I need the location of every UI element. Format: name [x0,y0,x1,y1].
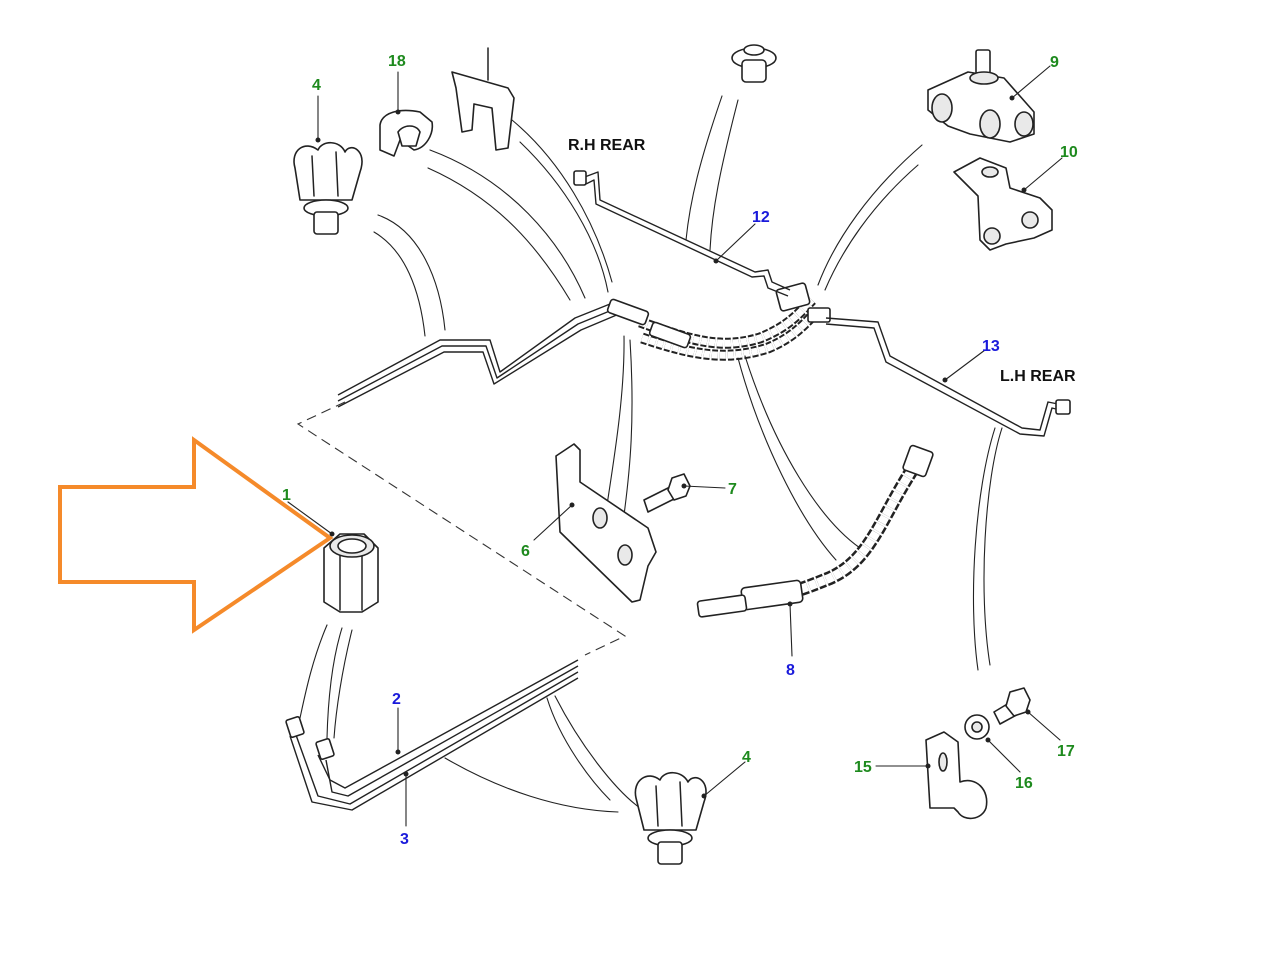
pipe-clip-part-4-lower [634,771,707,865]
pipe-13-lh-rear [825,317,1059,431]
callout-leader-dots [315,95,1031,799]
callout-8[interactable]: 8 [786,662,795,679]
callout-17[interactable]: 17 [1057,743,1075,760]
callout-12[interactable]: 12 [752,209,770,226]
fitting-top-centre [731,44,777,83]
callout-10[interactable]: 10 [1060,144,1078,161]
location-label-rh-rear: R.H REAR [568,137,646,154]
mounting-bracket-part-10 [953,157,1053,251]
callout-7[interactable]: 7 [728,481,737,498]
pipe-12-end-nut [573,170,587,186]
p-clip-part-15 [925,731,988,820]
callout-4-upper[interactable]: 4 [312,77,321,94]
bolt-part-7 [643,473,691,513]
callout-13[interactable]: 13 [982,338,1000,355]
callout-3[interactable]: 3 [400,831,409,848]
union-part-9 [927,49,1035,143]
callout-4-lower[interactable]: 4 [742,749,751,766]
flexible-hose-part-8 [696,444,934,618]
pipe-clip-part-4-upper [293,141,363,235]
pipe-13-end-nut [1055,399,1071,415]
highlight-arrow [58,436,334,634]
callout-16[interactable]: 16 [1015,775,1033,792]
callout-1[interactable]: 1 [282,487,291,504]
phantom-outline [296,401,627,656]
pipe-12-rh-rear [581,171,791,291]
callout-15[interactable]: 15 [854,759,872,776]
pipe-clip-part-18 [379,109,434,157]
callout-6[interactable]: 6 [521,543,530,560]
bracket-plate-part-6 [555,443,657,603]
bolt-part-17 [993,687,1031,725]
pipe-13-lh-rear-2 [825,323,1061,437]
pipe-2-3-lower [289,659,579,811]
callout-2[interactable]: 2 [392,691,401,708]
location-label-lh-rear: L.H REAR [1000,368,1076,385]
flexible-hose-centre [606,282,831,361]
bracket-top-centre [451,47,515,151]
pipe-end-nut-left [285,715,335,761]
callout-9[interactable]: 9 [1050,54,1059,71]
leader-arcs [299,95,1003,813]
washer-part-16 [964,714,990,740]
callout-leaders [287,65,1063,827]
callout-18[interactable]: 18 [388,53,406,70]
front-brake-pipes [337,301,645,408]
pipe-12-rh-rear-2 [585,179,789,297]
connector-nut-part-1 [323,533,379,613]
